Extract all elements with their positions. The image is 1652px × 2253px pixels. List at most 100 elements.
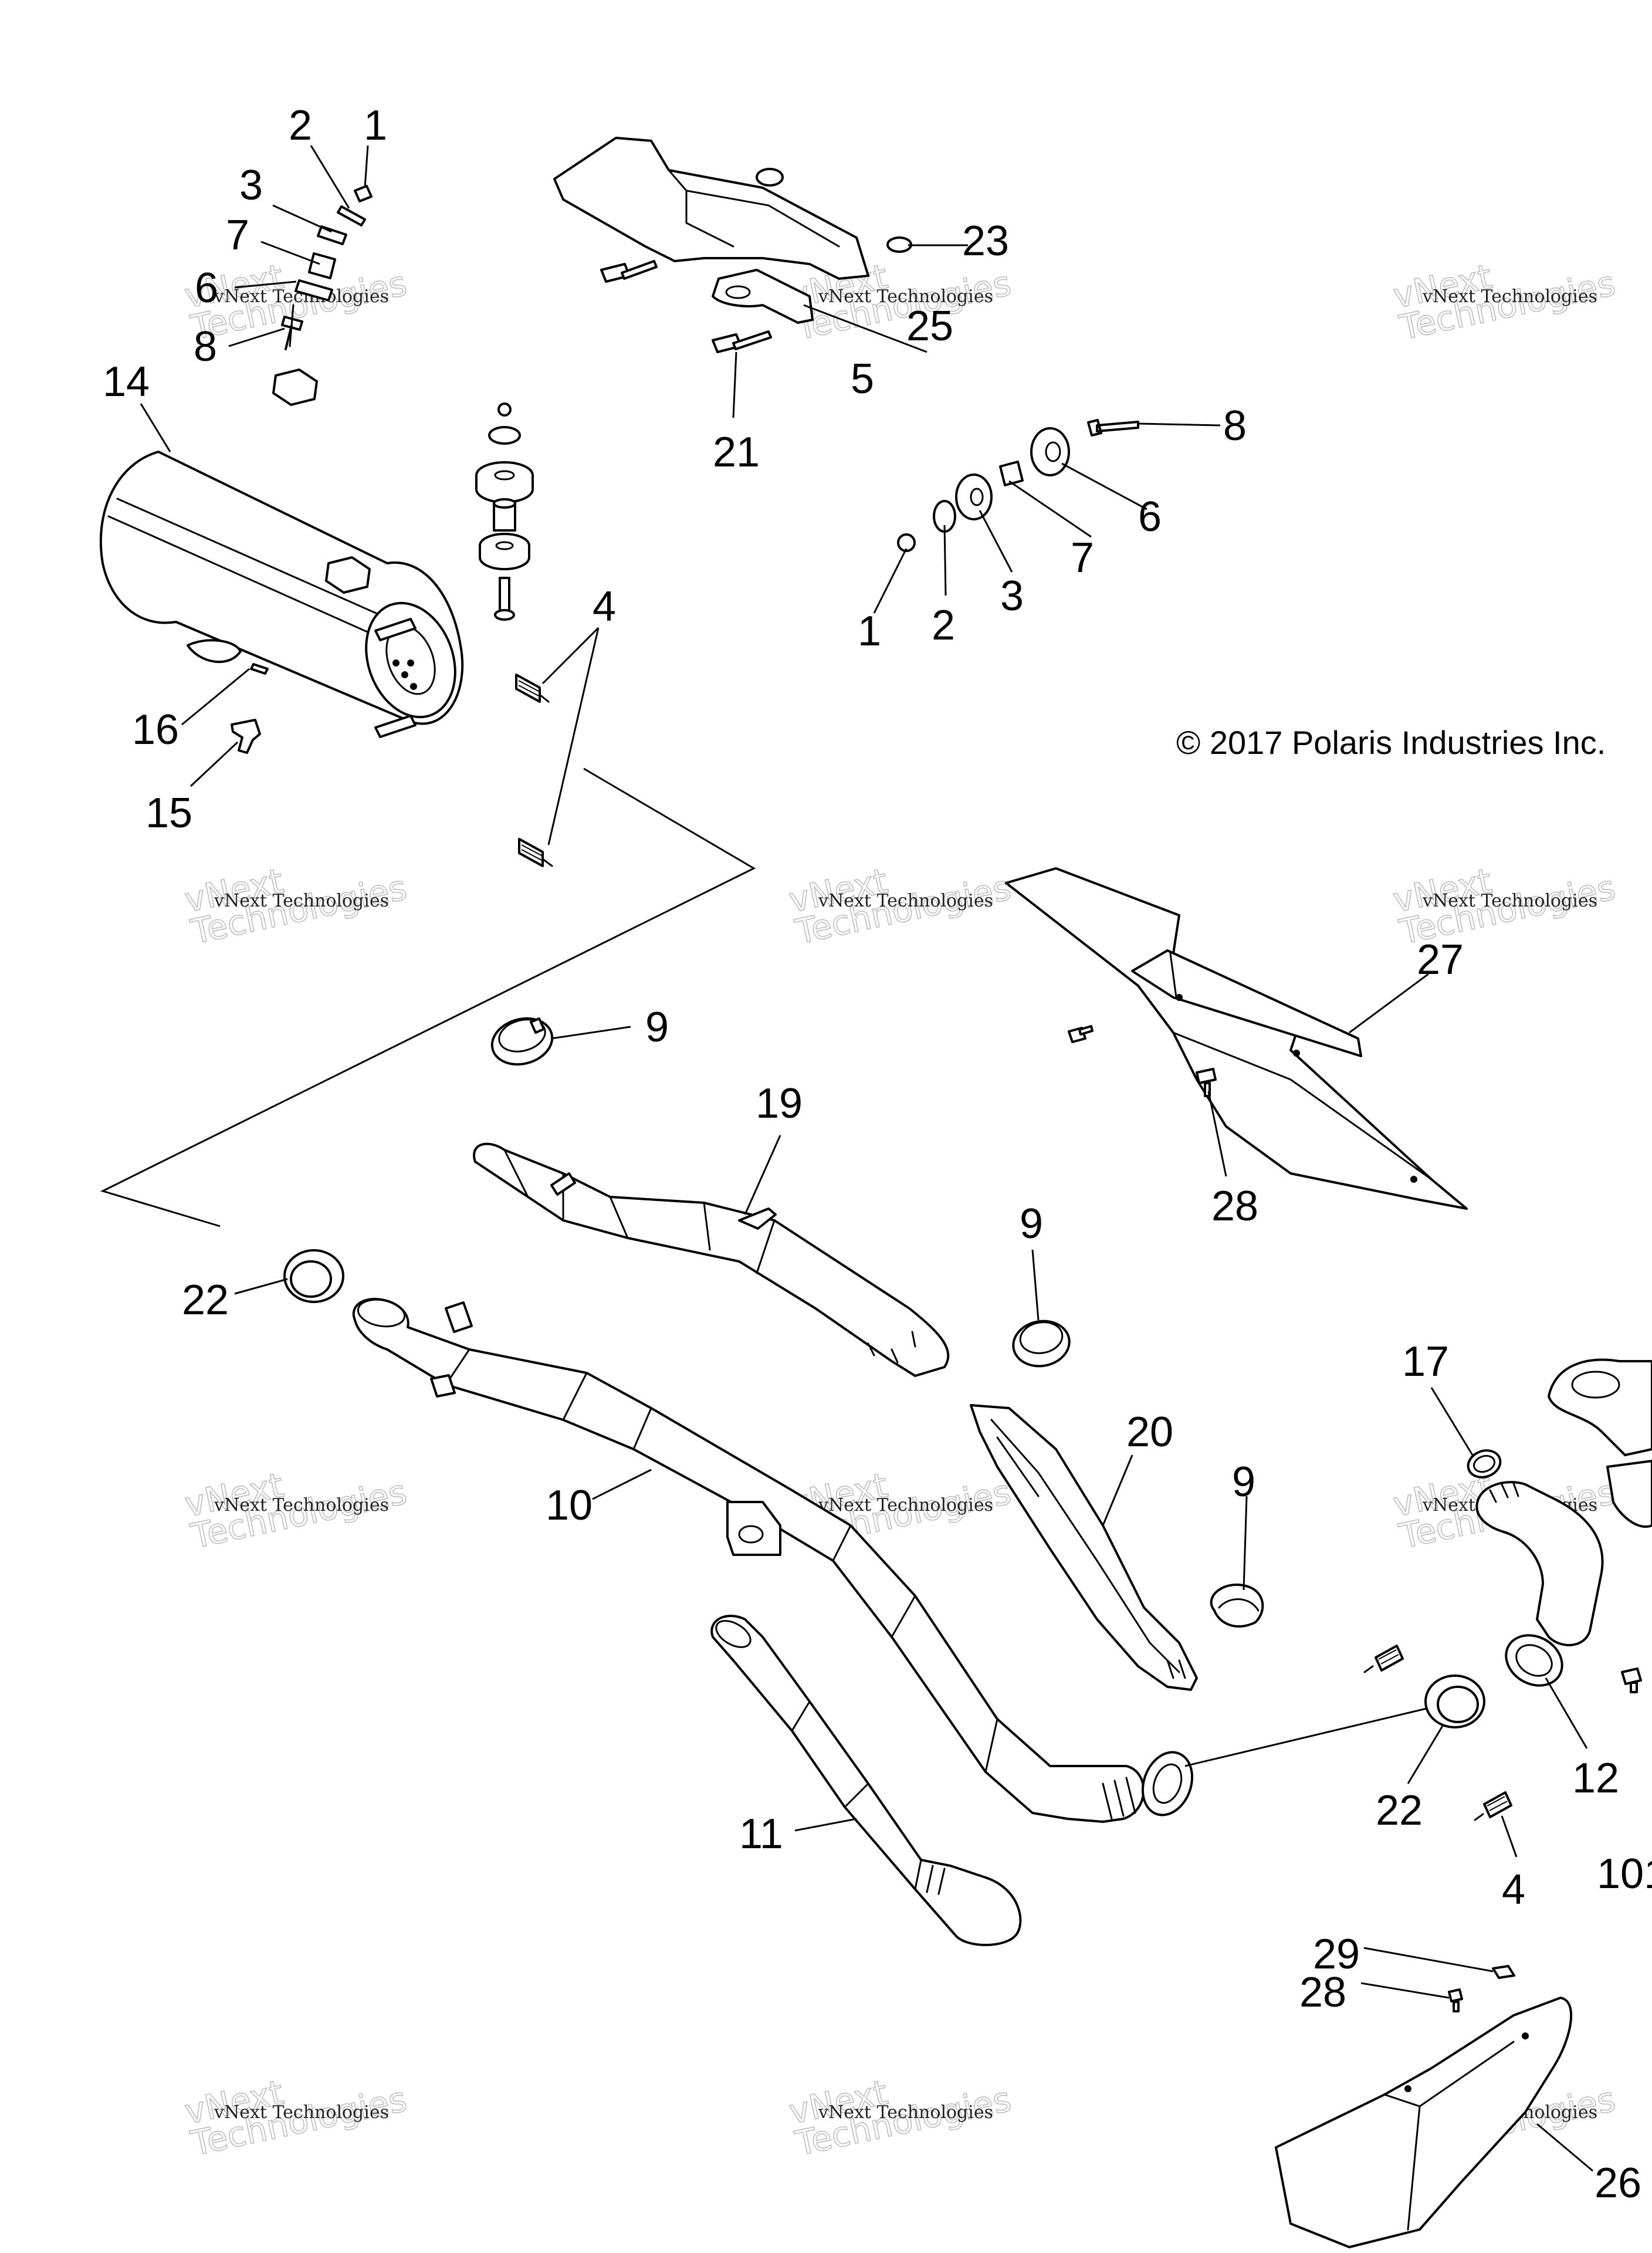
part-spacer-7 (308, 252, 336, 279)
callout-4-right: 4 (1502, 1866, 1525, 1913)
part-pipe-11 (710, 1615, 1022, 1946)
callout-19: 19 (756, 1080, 803, 1127)
part-nut-1 (354, 185, 373, 202)
part-nut-1b (897, 533, 916, 552)
svg-text:vNext Technologies: vNext Technologies (1422, 286, 1597, 307)
callout-28: 28 (1211, 1183, 1258, 1230)
callout-5: 5 (851, 356, 874, 402)
callout-15: 15 (145, 790, 192, 837)
part-screw-15 (231, 719, 261, 754)
callout-16: 16 (132, 706, 179, 753)
callout-22: 22 (182, 1277, 229, 1324)
callout-101: 101 (1597, 1851, 1652, 1897)
callout-4: 4 (593, 583, 616, 630)
callout-26: 26 (1595, 2160, 1641, 2207)
callout-8-right: 8 (1223, 402, 1247, 449)
svg-text:vNext Technologies: vNext Technologies (1422, 891, 1597, 911)
stack-hardware-group (475, 402, 534, 621)
part-clip-29 (1492, 1965, 1515, 1979)
part-spring-4-right-a (1363, 1645, 1404, 1673)
part-grommet-3b (955, 473, 993, 520)
svg-text:vNext Technologies: vNext Technologies (818, 2102, 993, 2123)
part-manifold-right (1548, 1358, 1652, 1528)
part-bracket-5 (712, 269, 814, 324)
callout-12: 12 (1572, 1755, 1619, 1802)
svg-text:vNext Technologies: vNext Technologies (214, 1495, 389, 1515)
watermark: vNext Technologies vNext Technologies (785, 2072, 1015, 2164)
callout-11: 11 (739, 1811, 783, 1858)
part-grommet-6b (1030, 427, 1070, 476)
part-heat-shield-top (553, 137, 912, 280)
callout-1-right: 1 (858, 608, 881, 655)
callout-21: 21 (713, 429, 760, 476)
callout-7-right: 7 (1071, 535, 1094, 581)
callout-27: 27 (1417, 936, 1464, 983)
assembly-line-right (1184, 1706, 1432, 1767)
part-pipe-12 (1475, 1481, 1604, 1687)
callout-8: 8 (194, 323, 217, 370)
callout-labels: 1 2 3 7 6 8 14 16 15 4 23 25 5 21 8 6 7 … (103, 102, 1652, 2207)
part-washer-2 (337, 205, 366, 226)
part-grommet-3 (317, 225, 347, 245)
assembly-line (100, 767, 756, 1227)
svg-text:vNext Technologies: vNext Technologies (818, 286, 993, 307)
callout-25: 25 (906, 303, 953, 350)
part-bolt-8b (1087, 419, 1139, 437)
callout-20: 20 (1126, 1409, 1173, 1456)
part-bolt-small-27 (1068, 1025, 1094, 1043)
watermark: vNext Technologies vNext Technologies (181, 1464, 411, 1557)
part-grommet-6 (294, 279, 333, 302)
callout-7: 7 (226, 212, 249, 259)
part-heat-shield-19 (473, 1142, 950, 1377)
callout-2-right: 2 (932, 602, 955, 649)
part-bolt-top-left (600, 260, 658, 283)
part-clamp-9-mid (1012, 1320, 1071, 1368)
svg-text:vNext Technologies: vNext Technologies (818, 1495, 993, 1515)
part-spring-4-bottom (518, 838, 553, 867)
part-spacer-7b (999, 461, 1024, 486)
part-bolt-21 (712, 330, 772, 353)
part-gasket-17 (1467, 1449, 1502, 1479)
part-bolt-right (1621, 1667, 1642, 1693)
copyright-notice: © 2017 Polaris Industries Inc. (1176, 724, 1606, 761)
callout-6: 6 (195, 265, 218, 312)
muffler-mount-hardware-group (281, 185, 373, 350)
svg-text:vNext Technologies: vNext Technologies (214, 2102, 389, 2123)
callout-3: 3 (239, 162, 263, 209)
callout-23: 23 (962, 218, 1009, 265)
callout-10: 10 (546, 1482, 593, 1529)
part-header-pipe-10 (352, 1298, 1194, 1823)
part-gasket-22-left (283, 1249, 344, 1303)
callout-28-bottom: 28 (1299, 1969, 1346, 2016)
callout-1: 1 (364, 102, 387, 149)
callout-9: 9 (645, 1004, 669, 1051)
callout-6-right: 6 (1138, 493, 1162, 540)
right-mount-hardware-group (897, 419, 1139, 552)
callout-14: 14 (103, 358, 150, 405)
part-gasket-22-right (1424, 1674, 1485, 1728)
part-clamp-9-top (490, 1017, 554, 1066)
callout-3-right: 3 (1000, 573, 1024, 620)
watermark: vNext Technologies vNext Technologies (785, 860, 1015, 952)
callout-9-mid: 9 (1020, 1200, 1043, 1247)
part-pin-16 (250, 663, 269, 675)
watermark: vNext Technologies vNext Technologies (181, 860, 411, 952)
watermark: vNext Technologies vNext Technologies (1389, 256, 1619, 348)
svg-text:vNext Technologies: vNext Technologies (214, 891, 389, 911)
part-spring-4-top (515, 674, 550, 703)
callout-29: 29 (1313, 1931, 1360, 1978)
callout-9-right: 9 (1232, 1459, 1255, 1506)
part-heat-shield-27 (1005, 867, 1468, 1210)
callout-22-right: 22 (1376, 1787, 1423, 1834)
callout-17: 17 (1402, 1338, 1449, 1385)
svg-text:vNext Technologies: vNext Technologies (818, 891, 993, 911)
watermark: vNext Technologies vNext Technologies (181, 2072, 411, 2164)
part-spring-4-right-b (1474, 1791, 1512, 1821)
part-heat-shield-26 (1275, 1997, 1573, 2248)
leader-lines (140, 145, 1593, 2172)
callout-2: 2 (289, 102, 312, 149)
part-bolt-28-b (1448, 1988, 1463, 2012)
part-clamp-9-right (1210, 1584, 1264, 1628)
part-heat-shield-20 (970, 1404, 1198, 1691)
